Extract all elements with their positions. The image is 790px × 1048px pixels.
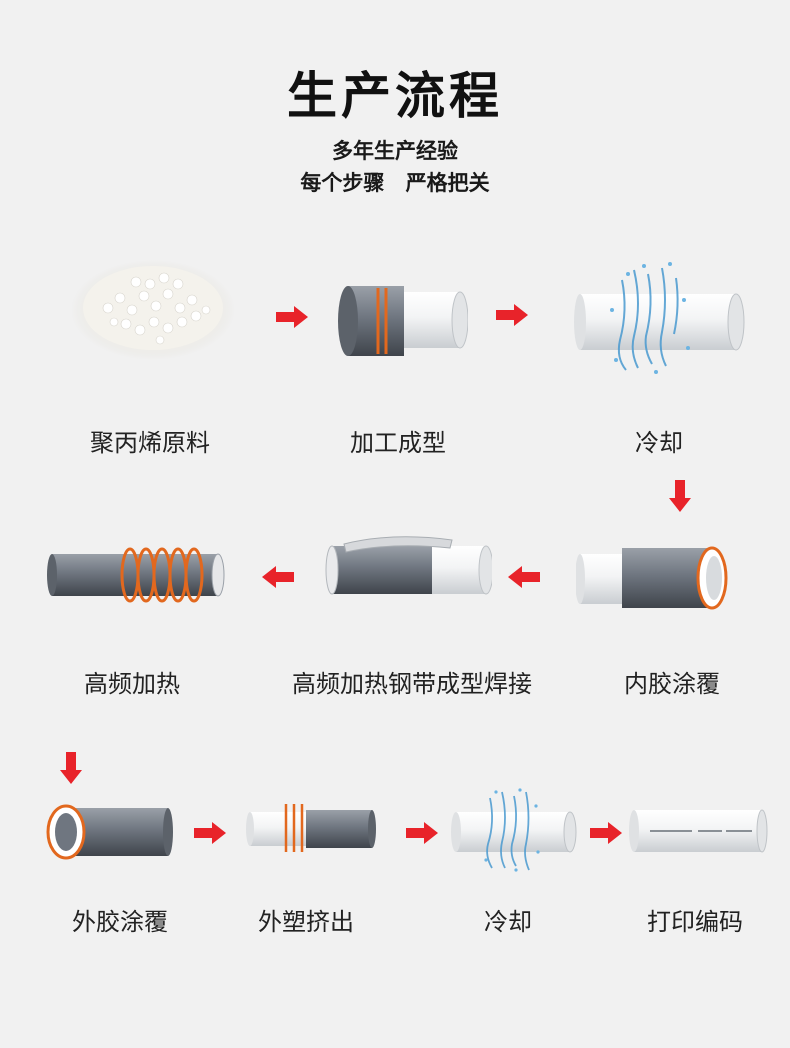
step-label: 冷却 <box>484 908 532 936</box>
arrow-down-icon <box>60 752 82 784</box>
outer-coating-pipe-icon <box>46 804 173 860</box>
step-label: 高频加热钢带成型焊接 <box>292 670 532 698</box>
subtitle-line-1: 多年生产经验 <box>332 139 458 163</box>
step-label: 聚丙烯原料 <box>90 429 210 457</box>
arrow-down-icon <box>669 480 691 512</box>
step-label: 外塑挤出 <box>258 908 354 936</box>
heating-coil-pipe-icon <box>47 547 225 603</box>
arrow-right-icon <box>194 822 226 844</box>
forming-pipe-icon <box>338 286 468 356</box>
cooling-pipe-icon <box>574 262 745 374</box>
arrow-right-icon <box>496 304 528 326</box>
step-label: 加工成型 <box>350 429 446 457</box>
arrow-right-icon <box>406 822 438 844</box>
arrow-right-icon <box>276 306 308 328</box>
cooling-pipe-icon <box>451 788 577 872</box>
page-title: 生产流程 <box>287 67 503 125</box>
arrow-left-icon <box>508 566 540 588</box>
steel-strip-pipe-icon <box>325 536 492 595</box>
printed-pipe-icon <box>629 809 768 853</box>
step-label: 冷却 <box>635 429 683 457</box>
arrow-left-icon <box>262 566 294 588</box>
inner-coating-pipe-icon <box>576 546 728 610</box>
arrow-right-icon <box>590 822 622 844</box>
pellets-icon <box>71 260 235 360</box>
step-label: 打印编码 <box>647 908 743 936</box>
step-label: 外胶涂覆 <box>72 908 168 936</box>
extrusion-pipe-icon <box>246 804 376 852</box>
step-label: 高频加热 <box>84 670 180 698</box>
step-label: 内胶涂覆 <box>624 670 720 698</box>
subtitle-line-2: 每个步骤 严格把关 <box>300 171 490 195</box>
